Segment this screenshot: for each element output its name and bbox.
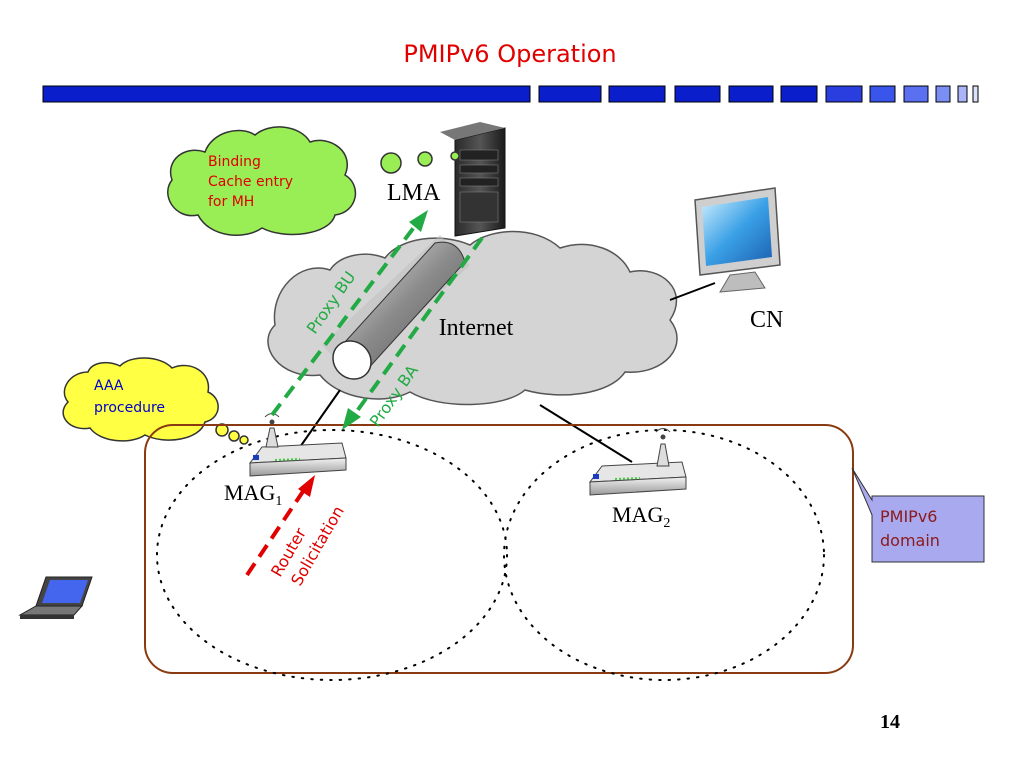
aaa-line1: AAA [94, 378, 124, 394]
pmipv6-domain-callout: PMIPv6 domain [851, 467, 985, 563]
mag1-label-base: MAG [224, 480, 275, 505]
mag1-label-sub: 1 [275, 494, 282, 509]
aaa-line2: procedure [94, 400, 165, 416]
cn-monitor-icon [694, 187, 781, 293]
mag1-label: MAG1 [224, 480, 282, 509]
mag1-router-icon [248, 413, 347, 477]
lma-server-icon [440, 122, 506, 237]
proxy-ba-arrow [342, 236, 484, 430]
cn-label: CN [750, 307, 783, 333]
binding-cache-line1: Binding [208, 154, 261, 170]
aaa-text: AAA procedure [94, 378, 165, 416]
slide-title: PMIPv6 Operation [403, 40, 616, 68]
binding-cache-line2: Cache entry [208, 174, 293, 190]
network-links [299, 282, 716, 463]
laptop-icon [18, 576, 93, 619]
page-number: 14 [880, 711, 900, 733]
pmipv6-domain-line2: domain [880, 531, 940, 550]
aaa-cloud [62, 357, 219, 442]
aaa-bubbles [215, 423, 249, 445]
link-mag1-internet [299, 389, 341, 448]
binding-cache-text: Binding Cache entry for MH [208, 154, 297, 210]
lma-label: LMA [387, 180, 441, 206]
binding-cache-bubbles [380, 151, 460, 174]
binding-cache-cloud [167, 126, 357, 236]
tunnel [322, 235, 470, 380]
link-cn-internet [669, 282, 716, 301]
binding-cache-line3: for MH [208, 194, 254, 210]
header-bar [42, 85, 979, 103]
pmipv6-domain-text: PMIPv6 domain [880, 507, 943, 550]
pmipv6-domain-line1: PMIPv6 [880, 507, 937, 526]
mag2-label: MAG2 [612, 502, 670, 531]
link-mag2-internet [539, 404, 633, 463]
proxy-bu-arrow [270, 210, 428, 417]
mag2-coverage-area [503, 429, 825, 681]
mag2-label-sub: 2 [663, 516, 670, 531]
mag2-router-icon [588, 428, 687, 496]
router-solicitation-arrow [245, 475, 315, 577]
pmipv6-domain-boundary [144, 424, 854, 674]
mag2-label-base: MAG [612, 502, 663, 527]
internet-label: Internet [439, 315, 514, 341]
mag1-coverage-area [156, 429, 508, 681]
